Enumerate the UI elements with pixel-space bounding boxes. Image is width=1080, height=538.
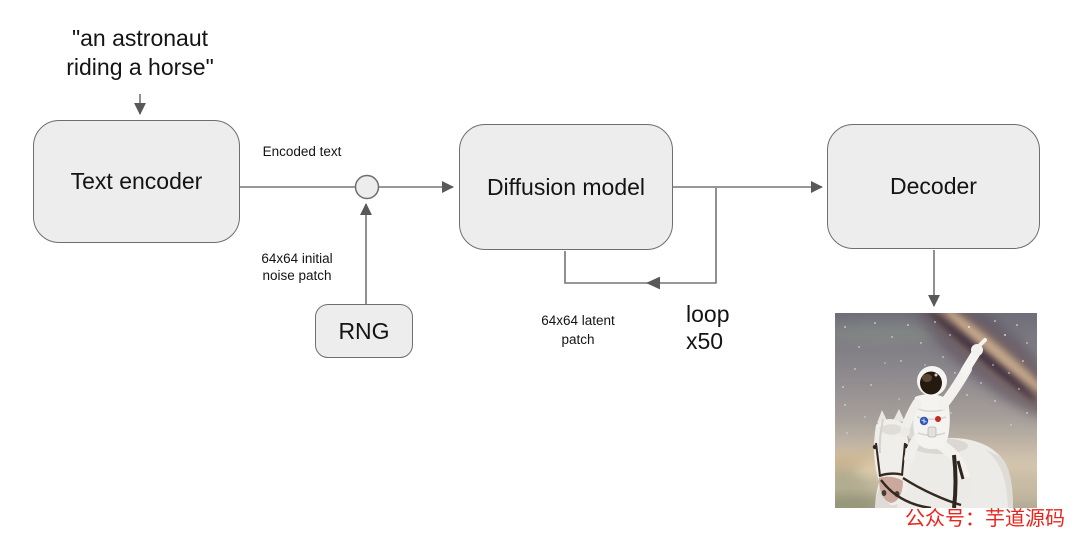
node-text-encoder: Text encoder — [33, 120, 240, 243]
node-decoder-label: Decoder — [890, 173, 977, 199]
label-initial-noise-patch: 64x64 initial noise patch — [261, 251, 333, 283]
node-diffusion-model: Diffusion model — [459, 124, 673, 250]
label-latent-patch: 64x64 latent patch — [541, 313, 615, 347]
node-rng-label: RNG — [338, 317, 390, 344]
generated-image — [801, 288, 1065, 515]
node-text-encoder-label: Text encoder — [70, 168, 203, 194]
node-rng: RNG — [315, 304, 413, 358]
merge-node-circle — [354, 174, 380, 200]
label-encoded-text: Encoded text — [262, 144, 342, 159]
label-loop-x50: loop x50 — [686, 301, 730, 354]
prompt-text: "an astronaut riding a horse" — [66, 25, 214, 80]
astronaut-horse-illustration — [801, 288, 1065, 515]
watermark-text: 公众号：芋道源码 — [905, 508, 1065, 530]
loop-feedback-edge — [564, 188, 717, 290]
node-diffusion-model-label: Diffusion model — [486, 173, 646, 200]
node-decoder: Decoder — [827, 124, 1040, 249]
